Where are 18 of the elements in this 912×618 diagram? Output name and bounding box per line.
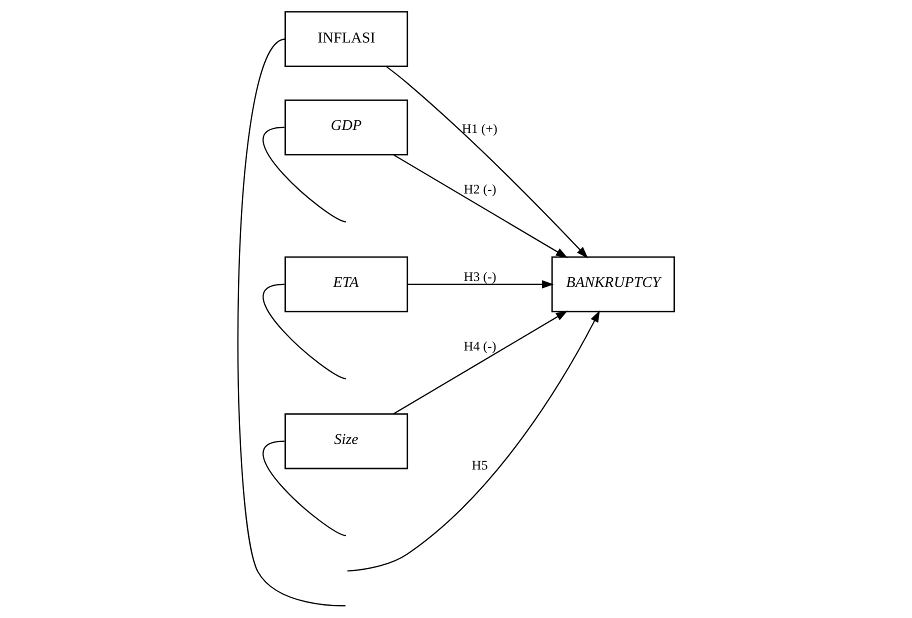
connector [262, 284, 346, 380]
edge-label: H3 (-) [464, 268, 496, 284]
arrow [408, 280, 554, 288]
arrow [393, 154, 568, 258]
node-box: GDP [284, 99, 408, 156]
node-box: Size [284, 413, 408, 470]
arrow [386, 66, 588, 258]
node-box: ETA [284, 256, 408, 312]
edge-label: H2 (-) [464, 181, 496, 196]
arrow [347, 310, 600, 572]
edge-label: H4 (-) [464, 338, 496, 354]
connector [262, 440, 346, 536]
arrow [393, 310, 568, 414]
edge-label: H1 (+) [462, 121, 498, 136]
edge-label: H5 [472, 458, 488, 473]
connector [262, 126, 346, 222]
node-box: BANKRUPTCY [551, 256, 675, 312]
node-box: INFLASI [284, 11, 408, 68]
